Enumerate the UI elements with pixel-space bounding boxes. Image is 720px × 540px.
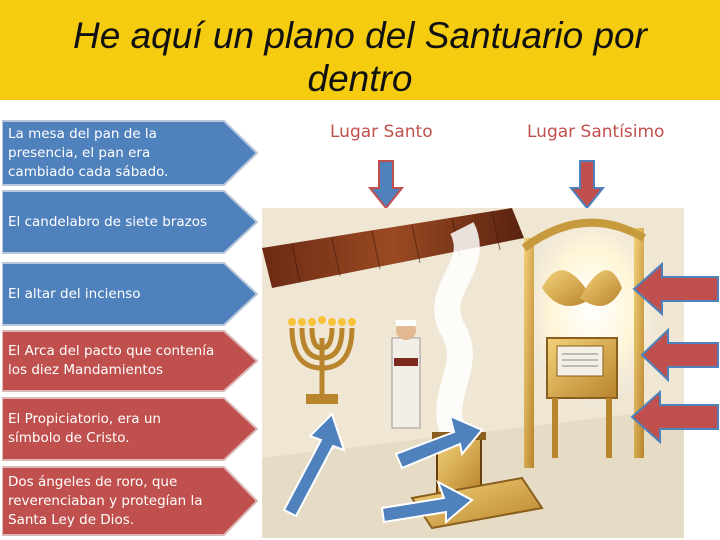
callout-label: La mesa del pan de la presencia, el pan … — [8, 125, 169, 180]
up-right-arrow-icon — [282, 412, 346, 518]
callout-bread-table: La mesa del pan de la presencia, el pan … — [2, 120, 258, 186]
up-right-arrow-icon — [394, 414, 484, 470]
callout-ark: El Arca del pacto que contenía los diez … — [2, 330, 258, 392]
up-right-arrow-icon — [380, 479, 474, 525]
callout-label: El Propiciatorio, era un símbolo de Cris… — [8, 411, 161, 446]
down-arrow-icon — [569, 160, 605, 210]
callout-shape — [2, 262, 258, 326]
callout-shape — [2, 120, 258, 186]
callout-shape — [2, 466, 258, 536]
down-arrow-icon — [368, 160, 404, 210]
callout-angels: Dos ángeles de roro, que reverenciaban y… — [2, 466, 258, 536]
title-banner: He aquí un plano del Santuario por dentr… — [0, 0, 720, 100]
sanctuary-drawing — [262, 208, 684, 538]
page-title: He aquí un plano del Santuario por dentr… — [73, 15, 647, 99]
callout-shape — [2, 330, 258, 392]
callout-label: El candelabro de siete brazos — [8, 213, 208, 230]
callout-label: El altar del incienso — [8, 285, 141, 302]
callout-mercy-seat: El Propiciatorio, era un símbolo de Cris… — [2, 397, 258, 461]
left-arrow-icon — [630, 390, 719, 444]
callout-incense-altar: El altar del incienso — [2, 262, 258, 326]
callout-label: Dos ángeles de roro, que reverenciaban y… — [8, 473, 203, 528]
callout-candelabrum: El candelabro de siete brazos — [2, 190, 258, 254]
callout-label: El Arca del pacto que contenía los diez … — [8, 343, 215, 378]
left-arrow-icon — [632, 262, 719, 316]
left-arrow-icon — [640, 328, 719, 382]
callout-shape — [2, 190, 258, 254]
callout-shape — [2, 397, 258, 461]
sanctuary-illustration — [262, 208, 684, 538]
label-most-holy-place: Lugar Santísimo — [527, 122, 665, 142]
label-holy-place: Lugar Santo — [330, 122, 433, 142]
